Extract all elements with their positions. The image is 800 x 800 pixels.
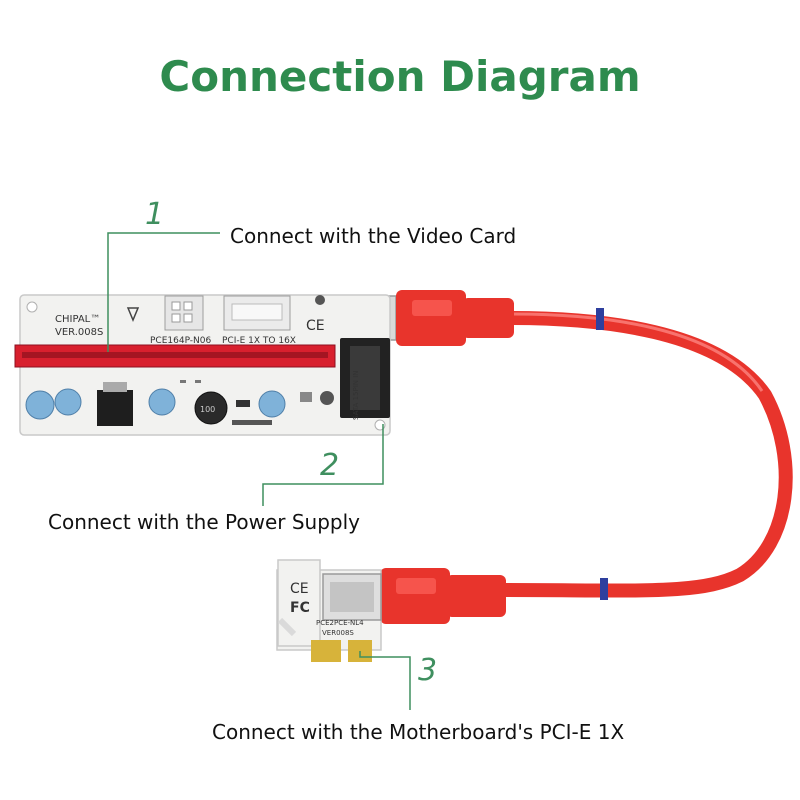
capacitors xyxy=(25,388,286,420)
leader-lines xyxy=(107,232,411,710)
callout-2-number: 2 xyxy=(320,448,340,483)
riser-sata-label: SATA 15PIN IN xyxy=(352,370,360,420)
cable-band-top xyxy=(596,308,604,330)
riser-model: PCE164P-N06 xyxy=(150,336,212,346)
callout-1-number: 1 xyxy=(145,197,165,232)
adapter-model: PCE2PCE-NL4 xyxy=(316,619,364,627)
callout-1-text: Connect with the Video Card xyxy=(230,224,517,248)
adapter-ce-mark: CE xyxy=(290,581,309,597)
recycle-icon xyxy=(126,307,140,322)
usb-plug-bottom xyxy=(380,568,506,624)
riser-slot-label: PCI-E 1X TO 16X xyxy=(222,336,296,346)
riser-brand: CHIPAL™ xyxy=(55,314,100,325)
adapter-version: VER008S xyxy=(322,629,354,637)
adapter-fcc-mark: FC xyxy=(290,600,310,616)
riser-board: CHIPAL™ VER.008S PCE164P-N06 PCI-E 1X TO… xyxy=(14,294,391,436)
cable-band-bottom xyxy=(600,578,608,600)
riser-ce-mark: CE xyxy=(306,318,325,334)
adapter-board: CE FC PCE2PCE-NL4 VER008S xyxy=(276,559,382,662)
callout-3-text: Connect with the Motherboard's PCI-E 1X xyxy=(212,720,625,744)
edge-connector-main xyxy=(311,640,341,662)
usb-cable xyxy=(498,308,793,600)
inductor-mark: 100 xyxy=(200,405,215,414)
riser-version: VER.008S xyxy=(55,327,103,338)
callout-3-number: 3 xyxy=(418,653,438,688)
callout-2-text: Connect with the Power Supply xyxy=(48,510,361,534)
diagram-title: Connection Diagram xyxy=(159,52,641,101)
